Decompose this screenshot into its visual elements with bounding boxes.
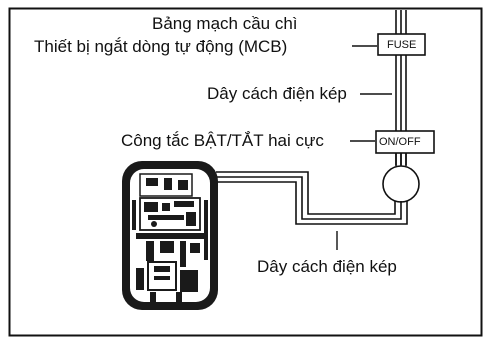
onoff-box <box>375 130 435 154</box>
label-double-insulated-bottom: Dây cách điện kép <box>257 257 397 276</box>
label-mcb: Thiết bị ngắt dòng tự động (MCB) <box>34 37 288 56</box>
label-switch: Công tắc BẬT/TẮT hai cực <box>121 131 324 150</box>
onoff-label: ON/OFF <box>379 136 421 148</box>
water-heater <box>122 161 218 310</box>
heater-cable <box>216 171 408 225</box>
diagram-frame <box>8 7 483 337</box>
fuse-label: FUSE <box>387 39 417 51</box>
fuse-box <box>377 33 426 56</box>
switch-to-terminal-cable <box>395 153 407 166</box>
terminal-circle <box>382 165 420 203</box>
label-fuse-board: Bảng mạch cầu chì <box>152 14 298 33</box>
label-double-insulated-top: Dây cách điện kép <box>207 84 347 103</box>
